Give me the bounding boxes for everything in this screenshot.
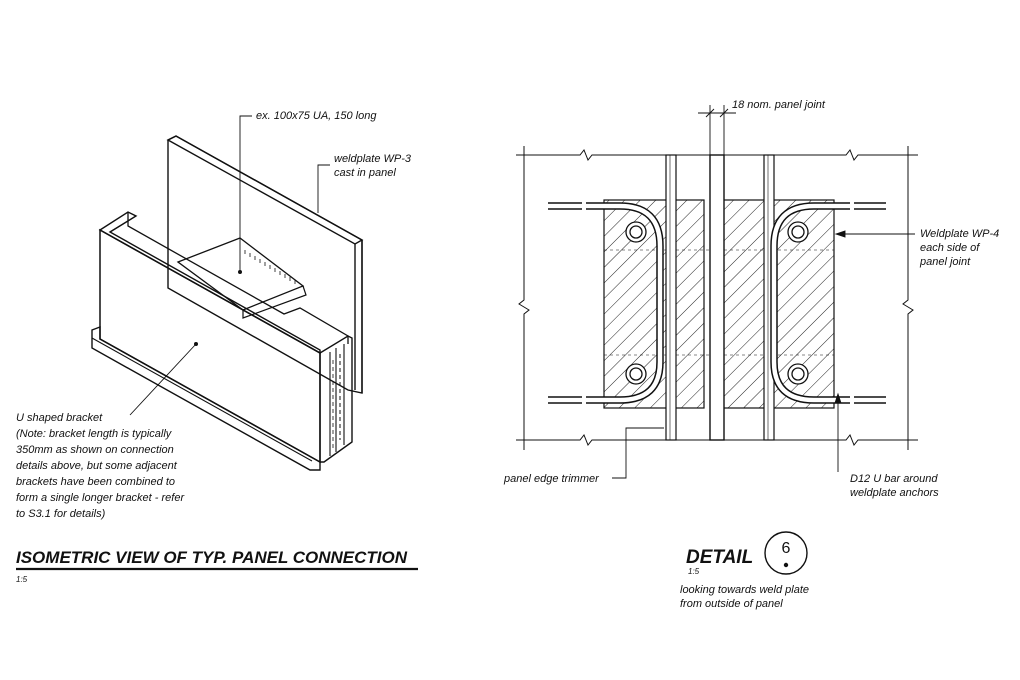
wp4-note-line3: panel joint xyxy=(919,256,971,268)
weldplate-anchors xyxy=(625,221,809,385)
detail-subtitle-line2: from outside of panel xyxy=(680,598,783,610)
angle-note: ex. 100x75 UA, 150 long xyxy=(256,110,377,122)
ubar-note-line2: weldplate anchors xyxy=(850,487,939,499)
bracket-note-line1: U shaped bracket xyxy=(16,412,103,424)
u-bar-left xyxy=(548,202,664,404)
detail-leaders xyxy=(612,230,915,479)
wp4-note-line1: Weldplate WP-4 xyxy=(920,228,999,240)
joint-dimension xyxy=(698,105,736,155)
u-bar-right xyxy=(770,202,886,404)
weldplate-note-line1: weldplate WP-3 xyxy=(334,153,412,165)
isometric-scale: 1:5 xyxy=(16,575,28,584)
bracket-note-line6: form a single longer bracket - refer xyxy=(16,492,185,504)
weldplate-wp4-left xyxy=(603,199,705,409)
detail-title: DETAIL xyxy=(686,547,753,568)
trimmer-note: panel edge trimmer xyxy=(503,473,600,485)
iso-leaders xyxy=(129,115,330,416)
isometric-view: ex. 100x75 UA, 150 long weldplate WP-3 c… xyxy=(16,110,418,584)
detail-subtitle-line1: looking towards weld plate xyxy=(680,584,809,596)
detail-scale: 1:5 xyxy=(688,567,700,576)
weld-marks xyxy=(244,250,296,284)
back-panel xyxy=(166,135,364,394)
weldplate-note-line2: cast in panel xyxy=(334,167,396,179)
bracket-note-line5: brackets have been combined to xyxy=(16,476,175,488)
ubar-note-line1: D12 U bar around xyxy=(850,473,938,485)
isometric-title: ISOMETRIC VIEW OF TYP. PANEL CONNECTION xyxy=(16,548,408,567)
bracket-note-line4: details above, but some adjacent xyxy=(16,460,178,472)
bracket-note-line7: to S3.1 for details) xyxy=(16,508,106,520)
detail-bubble: 6 xyxy=(764,531,808,575)
bracket-note-line2: (Note: bracket length is typically xyxy=(16,428,173,440)
bracket-note-line3: 350mm as shown on connection xyxy=(16,444,174,456)
detail-number: 6 xyxy=(782,540,791,557)
joint-note: 18 nom. panel joint xyxy=(732,99,826,111)
wp4-note-line2: each side of xyxy=(920,242,980,254)
u-bracket xyxy=(91,211,353,471)
detail-6-elevation: 18 nom. panel joint Weldplate WP-4 each … xyxy=(503,99,999,610)
